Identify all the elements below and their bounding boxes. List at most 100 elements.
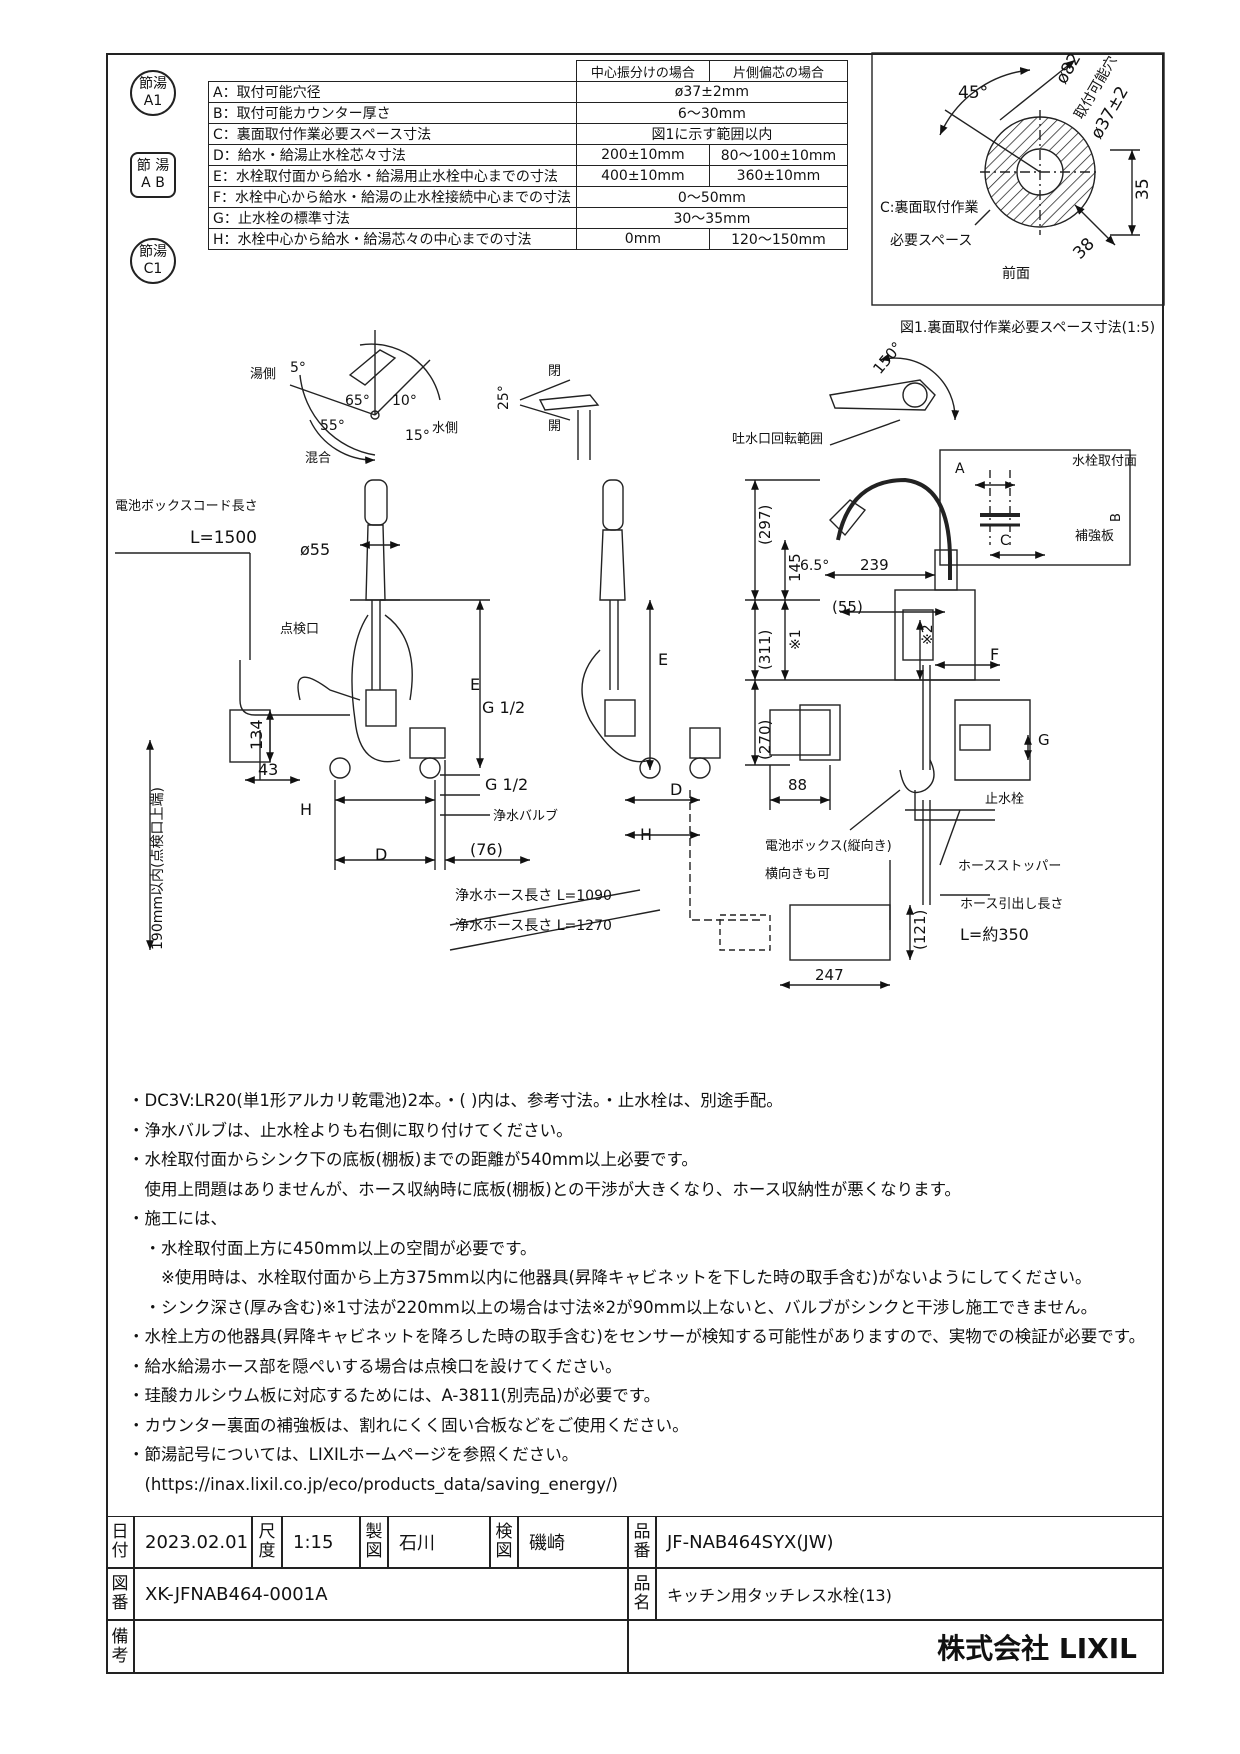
svg-text:43: 43 [258, 760, 278, 779]
svg-text:D: D [670, 780, 682, 799]
svg-text:H: H [300, 800, 312, 819]
fig1-angle: 45° [958, 83, 988, 103]
svg-text:B: B [1109, 513, 1124, 522]
svg-text:ホース引出し長さ: ホース引出し長さ [960, 897, 1063, 912]
svg-text:G: G [1038, 731, 1050, 749]
fig1-front: 前面 [1002, 265, 1030, 282]
note-line: ・節湯記号については、LIXILホームページを参照ください。 [128, 1445, 579, 1464]
note-line: ・DC3V:LR20(単1形アルカリ乾電池)2本。・( )内は、参考寸法。・止水… [128, 1091, 783, 1110]
svg-text:A: A [955, 461, 965, 477]
svg-text:浄水ホース長さ L=1090: 浄水ホース長さ L=1090 [455, 888, 612, 904]
svg-text:(55): (55) [832, 598, 863, 616]
fig1-dim38: 38 [1069, 234, 1098, 263]
note-line: ・カウンター裏面の補強板は、割れにくく固い合板などをご使用ください。 [128, 1415, 689, 1435]
svg-text:65°: 65° [345, 393, 370, 409]
note-line: ・シンク深さ(厚み含む)※1寸法が220mm以上の場合は寸法※2が90mm以上な… [128, 1297, 1098, 1317]
svg-text:L=約350: L=約350 [960, 925, 1029, 944]
fig1-box [871, 52, 1165, 306]
svg-text:10°: 10° [392, 393, 417, 409]
svg-text:239: 239 [860, 556, 889, 574]
svg-text:134: 134 [247, 719, 266, 750]
svg-text:C: C [1000, 533, 1010, 549]
svg-text:(270): (270) [756, 720, 774, 760]
note-line: ・水栓取付面からシンク下の底板(棚板)までの距離が540mm以上必要です。 [128, 1150, 698, 1169]
svg-text:ø55: ø55 [300, 540, 330, 559]
svg-text:6.5°: 6.5° [800, 558, 829, 574]
svg-text:25°: 25° [496, 385, 512, 410]
note-line: ・水栓取付面上方に450mm以上の空間が必要です。 [128, 1238, 537, 1258]
note-line: ・水栓上方の他器具(昇降キャビネットを降ろした時の取手含む)をセンサーが検知する… [128, 1327, 1146, 1346]
product-name-value: キッチン用タッチレス水栓(13) [656, 1568, 1164, 1620]
svg-text:G 1/2: G 1/2 [485, 775, 528, 794]
svg-text:開: 開 [548, 419, 561, 434]
svg-text:L=1500: L=1500 [190, 528, 257, 548]
remarks-value [134, 1620, 628, 1674]
note-line: ・珪酸カルシウム板に対応するためには、A-3811(別売品)が必要です。 [128, 1386, 661, 1405]
note-line: 使用上問題はありませんが、ホース収納時に底板(棚板)との干渉が大きくなり、ホース… [128, 1179, 961, 1199]
spout-range-label: 吐水口回転範囲 [732, 432, 823, 447]
mount-surface-label: 水栓取付面 [1072, 454, 1137, 469]
svg-text:混合: 混合 [305, 451, 331, 466]
svg-text:閉: 閉 [548, 364, 561, 379]
svg-text:5°: 5° [290, 360, 306, 376]
svg-text:(121): (121) [911, 910, 929, 950]
svg-text:※1: ※1 [788, 629, 804, 650]
svg-text:(297): (297) [756, 505, 774, 545]
note-line: ・施工には、 [128, 1209, 227, 1228]
svg-text:H: H [640, 825, 652, 844]
svg-text:D: D [375, 845, 387, 864]
fig1-space-label: C:裏面取付作業 [880, 199, 979, 216]
company-logo: 株式会社 LIXIL [628, 1620, 1164, 1674]
svg-text:15°: 15° [405, 428, 430, 444]
svg-text:E: E [470, 675, 480, 694]
note-line: ・給水給湯ホース部を隠ぺいする場合は点検口を設けてください。 [128, 1356, 622, 1376]
svg-text:電池ボックス(縦向き): 電池ボックス(縦向き) [765, 838, 892, 854]
note-line: ・浄水バルブは、止水栓よりも右側に取り付けてください。 [128, 1120, 573, 1140]
note-line: ※使用時は、水栓取付面から上方375mm以内に他器具(昇降キャビネットを下した時… [128, 1268, 1092, 1287]
col-side-header: 片側偏芯の場合 [708, 60, 849, 82]
svg-text:247: 247 [815, 966, 844, 984]
svg-text:88: 88 [788, 776, 807, 794]
svg-text:補強板: 補強板 [1075, 529, 1114, 544]
svg-text:湯側: 湯側 [250, 367, 276, 382]
svg-text:55°: 55° [320, 418, 345, 434]
svg-text:(76): (76) [470, 840, 503, 859]
note-line: (https://inax.lixil.co.jp/eco/products_d… [128, 1474, 618, 1494]
drawn-by-value: 石川 [388, 1516, 490, 1568]
fig1-dim35: 35 [1133, 178, 1153, 200]
svg-text:145: 145 [786, 553, 804, 582]
stop-valve-label: 止水栓 [985, 792, 1024, 807]
fig1-dia: ø82 [1052, 50, 1085, 88]
fig1-caption: 図1.裏面取付作業必要スペース寸法(1:5) [900, 319, 1155, 336]
title-block: 日付 2023.02.01 尺度 1:15 製図 石川 検図 磯崎 品番 JF-… [106, 1516, 1164, 1674]
svg-text:(311): (311) [756, 630, 774, 670]
svg-text:G 1/2: G 1/2 [482, 698, 525, 717]
svg-text:点検口: 点検口 [280, 622, 319, 637]
svg-text:F: F [990, 645, 999, 664]
svg-text:必要スペース: 必要スペース [890, 233, 972, 249]
notes: ・DC3V:LR20(単1形アルカリ乾電池)2本。・( )内は、参考寸法。・止水… [128, 1086, 1158, 1499]
svg-text:E: E [658, 650, 668, 669]
svg-text:浄水バルブ: 浄水バルブ [493, 808, 558, 824]
svg-text:※2: ※2 [920, 624, 936, 645]
checked-by-value: 磯崎 [518, 1516, 628, 1568]
scale-value: 1:15 [282, 1516, 360, 1568]
product-number-value: JF-NAB464SYX(JW) [656, 1516, 1164, 1568]
svg-text:電池ボックスコード長さ: 電池ボックスコード長さ [115, 499, 258, 514]
svg-text:ホースストッパー: ホースストッパー [958, 859, 1061, 874]
drawing-number-value: XK-JFNAB464-0001A [134, 1568, 628, 1620]
date-value: 2023.02.01 [134, 1516, 252, 1568]
svg-text:水側: 水側 [432, 421, 458, 436]
svg-text:190mm以内(点検口上端): 190mm以内(点検口上端) [150, 787, 166, 950]
